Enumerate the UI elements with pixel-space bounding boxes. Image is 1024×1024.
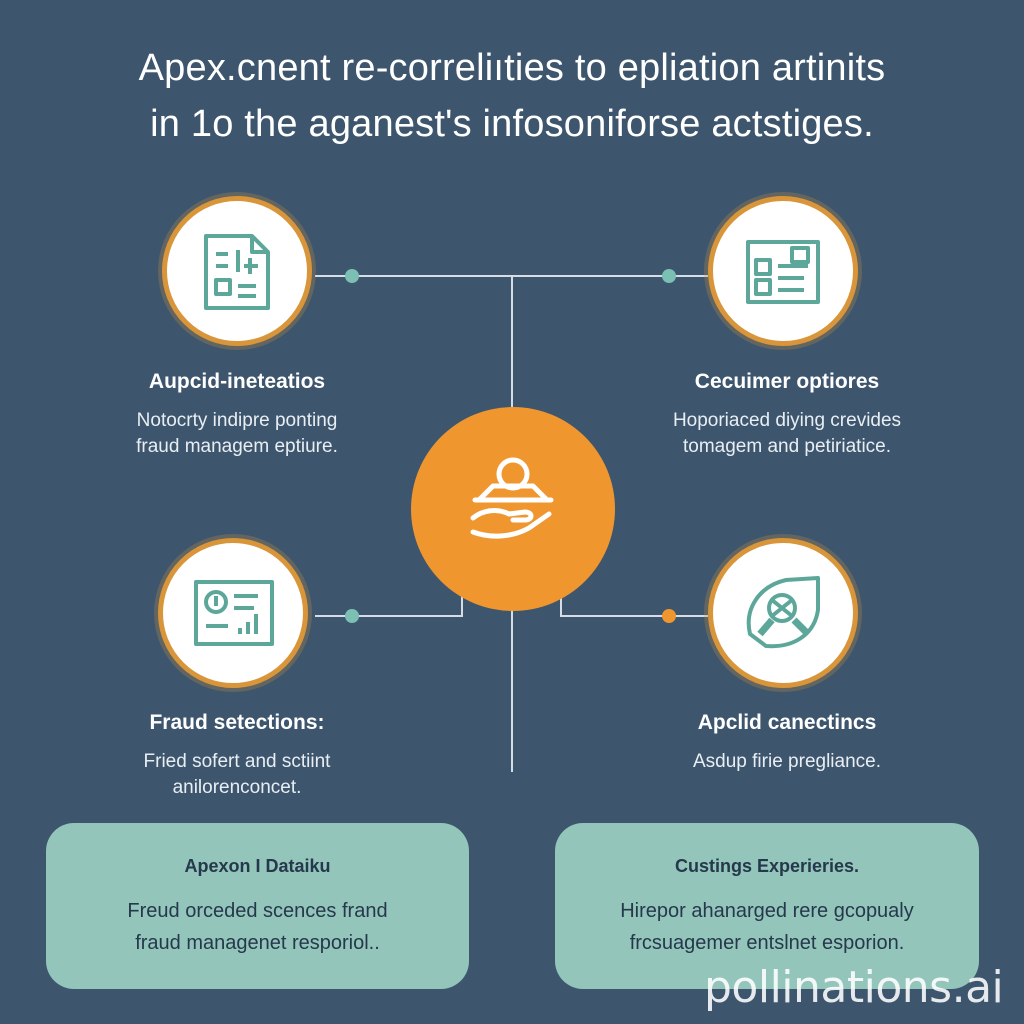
title-line-2: in 1o the aganest's infosoniforse actsti… [150, 103, 874, 145]
center-hub [411, 407, 615, 611]
node-top-left [162, 196, 312, 346]
card-description: Hirepor ahanarged rere gcopualy frcsuage… [555, 895, 979, 959]
node-caption-bottom-right: Apclid canectincs Asdup firie pregliance… [622, 709, 952, 775]
node-caption-bottom-left: Fraud setections: Fried sofert and sctii… [72, 709, 402, 801]
node-description-line: anilorenconcet. [172, 777, 302, 798]
node-description: Hoporiaced diying crevides tomagem and p… [622, 408, 952, 460]
node-description: Notocrty indipre ponting fraud managem e… [72, 408, 402, 460]
info-card-left: Apexon I Dataiku Freud orceded scences f… [46, 823, 469, 989]
magnifier-globe-icon [746, 576, 820, 649]
node-description: Fried sofert and sctiint anilorenconcet. [72, 749, 402, 801]
title-line-1: Apex.cnent re-correliıties to epliation … [138, 47, 886, 89]
card-description-line: frcsuagemer entslnet esporion. [629, 932, 905, 954]
node-description-line: tomagem and petiriatice. [682, 436, 892, 457]
connector-dot-top-right [662, 269, 676, 283]
page-title: Apex.cnent re-correliıties to epliation … [0, 40, 1024, 152]
node-heading: Cecuimer optiores [694, 370, 880, 393]
connector-dot-top-left [345, 269, 359, 283]
info-card-right: Custings Experieries. Hirepor ahanarged … [555, 823, 979, 989]
card-heading: Custings Experieries. [674, 856, 860, 876]
node-description-line: Asdup firie pregliance. [693, 751, 881, 772]
node-heading: Apclid canectincs [697, 711, 877, 734]
report-chart-icon [194, 580, 274, 646]
node-caption-top-left: Aupcid-ineteatios Notocrty indipre ponti… [72, 368, 402, 460]
node-description-line: Fried sofert and sctiint [143, 751, 331, 772]
document-icon [204, 234, 270, 310]
node-description: Asdup firie pregliance. [622, 749, 952, 775]
node-top-right [708, 196, 858, 346]
node-description-line: fraud managem eptiure. [136, 436, 338, 457]
node-bottom-left [158, 538, 308, 688]
connector-dot-bottom-left [345, 609, 359, 623]
dashboard-icon [746, 240, 820, 304]
connector-dot-bottom-right [662, 609, 676, 623]
card-description-line: Freud orceded scences frand [127, 900, 388, 922]
connector-bottom-left [315, 595, 463, 617]
node-heading: Aupcid-ineteatios [148, 370, 326, 393]
card-description-line: Hirepor ahanarged rere gcopualy [620, 900, 914, 922]
node-description-line: Notocrty indipre ponting [136, 410, 338, 431]
node-description-line: Hoporiaced diying crevides [672, 410, 902, 431]
card-description: Freud orceded scences frand fraud manage… [46, 895, 469, 959]
node-bottom-right [708, 538, 858, 688]
connector-bottom-right [560, 595, 708, 617]
person-hands-icon [470, 457, 554, 539]
card-heading: Apexon I Dataiku [184, 856, 331, 876]
node-heading: Fraud setections: [149, 711, 325, 734]
watermark: pollinations.ai [704, 962, 1004, 1013]
node-caption-top-right: Cecuimer optiores Hoporiaced diying crev… [622, 368, 952, 460]
card-description-line: fraud managenet resporiol.. [135, 932, 380, 954]
